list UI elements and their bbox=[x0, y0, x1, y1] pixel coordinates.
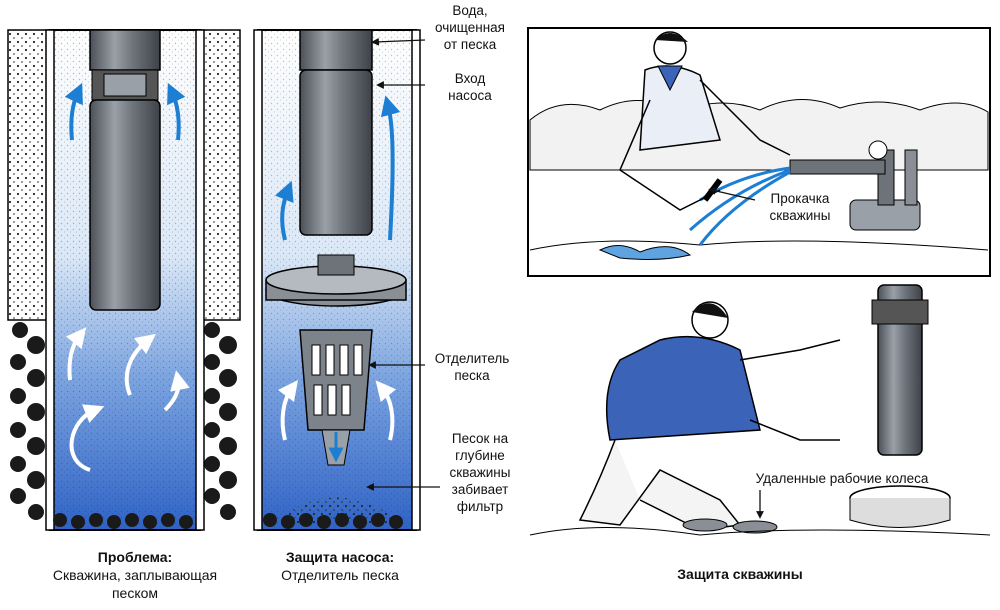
label-sand-separator: Отделитель песка bbox=[434, 351, 510, 383]
caption-well-protection: Защита скважины bbox=[677, 566, 803, 582]
caption-problem-text: Скважина, заплывающая песком bbox=[52, 567, 218, 601]
flushing-scene bbox=[527, 27, 991, 277]
caption-protection-text: Отделитель песка bbox=[281, 567, 399, 583]
label-sand-bottom: Песок на глубине скважины забивает фильт… bbox=[449, 431, 511, 514]
sand-separator-diagram bbox=[253, 29, 440, 531]
label-pump-inlet: Вход насоса bbox=[448, 71, 492, 103]
problem-well-diagram bbox=[7, 29, 241, 531]
label-clean-water: Вода, очищенная от песка bbox=[435, 3, 505, 52]
well-protection-scene bbox=[529, 284, 991, 536]
caption-problem: Проблема: Скважина, заплывающая песком bbox=[50, 548, 220, 602]
label-flushing: Прокачка скважины bbox=[769, 191, 831, 223]
label-removed-impellers: Удаленные рабочие колеса bbox=[755, 471, 929, 486]
caption-protection-title: Защита насоса: bbox=[285, 549, 395, 565]
caption-problem-title: Проблема: bbox=[97, 549, 173, 565]
caption-protection: Защита насоса: Отделитель песка bbox=[255, 548, 425, 584]
